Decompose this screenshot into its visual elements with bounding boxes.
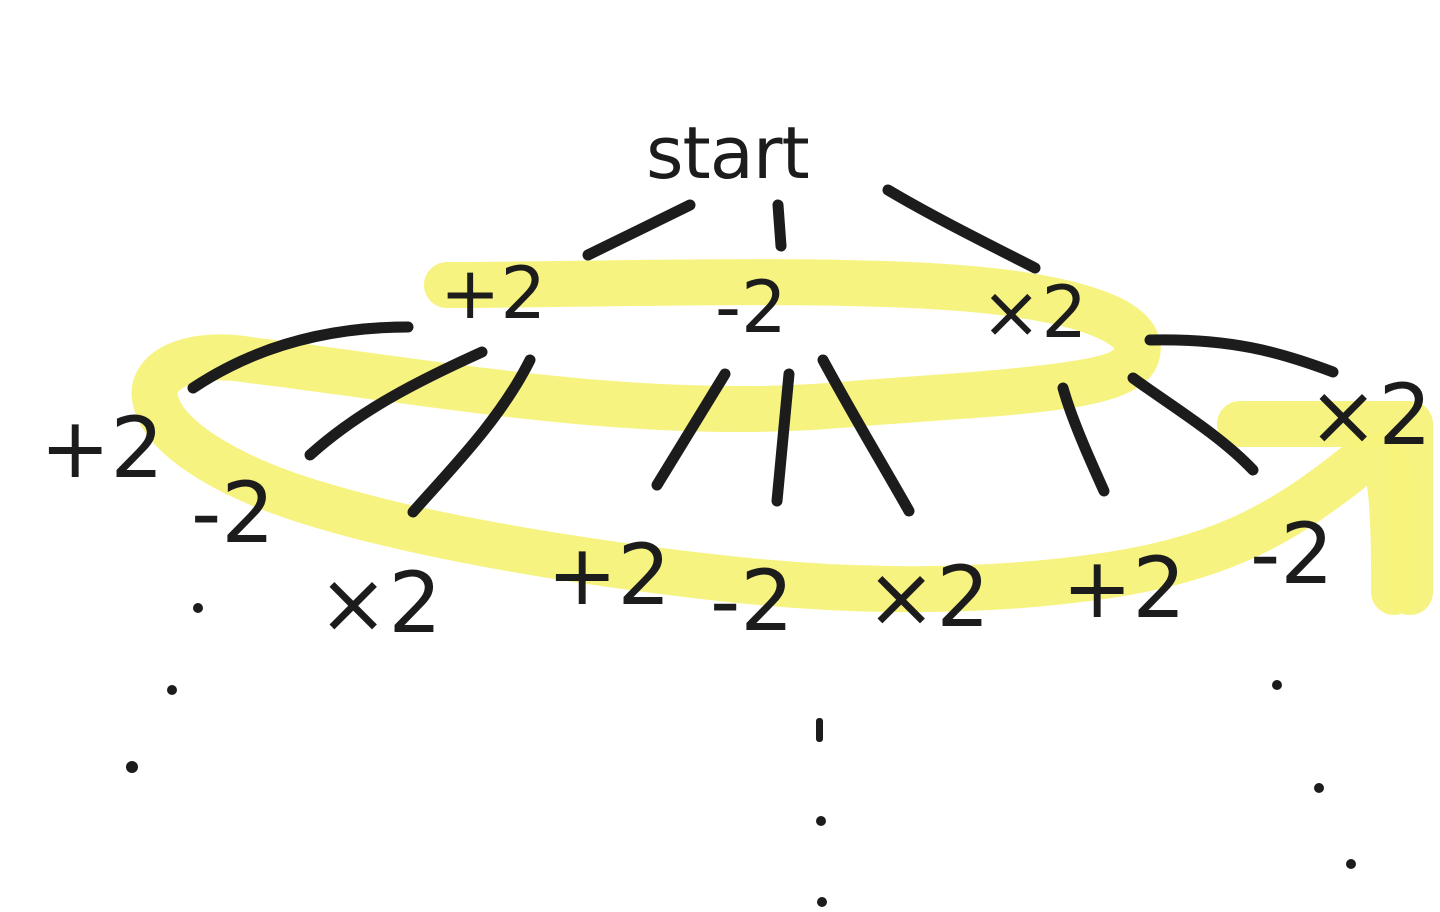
edge-start-to-minus2 <box>772 199 787 252</box>
continuation-dot-right-1 <box>1272 680 1282 690</box>
level2-node-add-minus2: -2 <box>191 464 275 562</box>
continuation-dot-middle-1 <box>816 718 823 742</box>
edge-minus2-to-mid-plus2 <box>651 368 731 491</box>
level1-node-times2: ×2 <box>981 270 1087 354</box>
continuation-dot-left-2 <box>167 685 177 695</box>
level1-node-plus2: +2 <box>440 251 546 335</box>
continuation-dot-right-2 <box>1314 783 1324 793</box>
continuation-dot-middle-3 <box>817 897 827 907</box>
edge-times2-to-right-plus2 <box>1057 382 1110 497</box>
edge-times2-to-right-minus2 <box>1127 372 1259 476</box>
highlight-right-box <box>1217 401 1433 615</box>
edge-start-to-times2 <box>882 184 1041 274</box>
continuation-dot-middle-2 <box>816 816 826 826</box>
continuation-dot-left-1 <box>193 603 203 613</box>
edge-plus2-to-left-minus2 <box>304 346 488 461</box>
edge-minus2-to-mid-minus2 <box>771 368 795 507</box>
edge-plus2-to-left-times2 <box>407 354 536 518</box>
continuation-dots <box>126 603 1356 907</box>
tree-edges <box>187 184 1339 518</box>
level2-node-sub-times2: ×2 <box>866 548 990 646</box>
highlight-level1-band <box>131 259 1418 615</box>
continuation-dot-right-3 <box>1346 859 1356 869</box>
root-node-start: start <box>646 111 809 195</box>
tree-nodes: start +2 -2 ×2 +2 -2 ×2 +2 -2 ×2 +2 -2 ×… <box>40 111 1432 652</box>
highlight-strokes <box>131 259 1433 615</box>
level2-node-add-plus2: +2 <box>40 399 164 497</box>
edge-minus2-to-mid-times2 <box>817 354 915 517</box>
level2-node-mul-plus2: +2 <box>1062 539 1186 637</box>
level1-node-minus2: -2 <box>715 265 787 349</box>
level2-node-add-times2: ×2 <box>318 554 442 652</box>
level2-node-mul-times2: ×2 <box>1308 366 1432 464</box>
level2-node-sub-minus2: -2 <box>710 552 794 650</box>
edge-times2-to-right-times2 <box>1144 334 1339 378</box>
edge-start-to-plus2 <box>582 199 696 261</box>
level2-node-mul-minus2: -2 <box>1250 505 1334 603</box>
level2-node-sub-plus2: +2 <box>547 526 671 624</box>
edge-plus2-to-left-plus2 <box>187 321 414 394</box>
continuation-dot-left-3 <box>126 761 138 773</box>
